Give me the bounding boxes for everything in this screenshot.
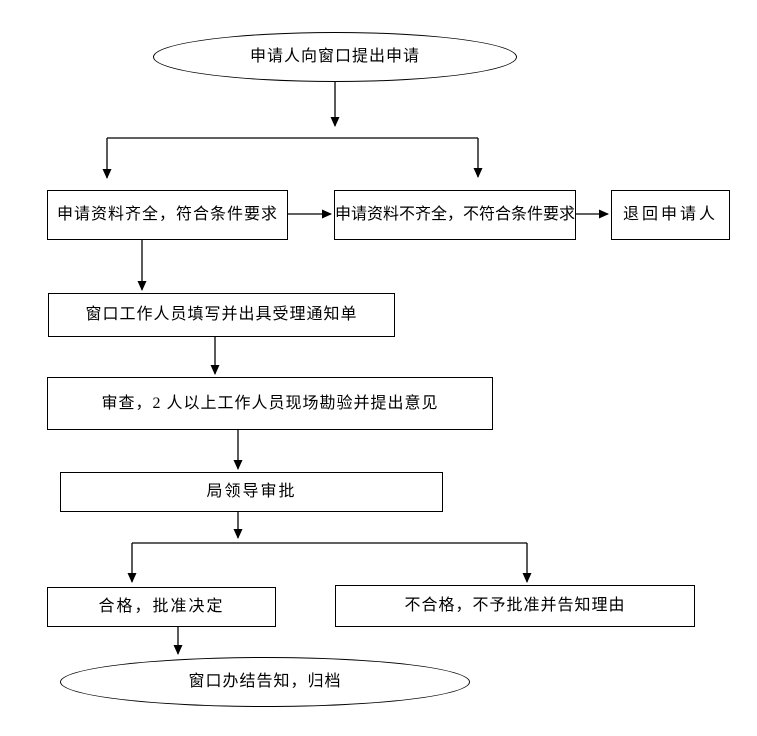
node-acceptance-notice: 窗口工作人员填写并出具受理通知单	[48, 293, 395, 337]
node-start: 申请人向窗口提出申请	[153, 32, 517, 82]
node-materials-incomplete: 申请资料不齐全，不符合条件要求	[334, 190, 576, 240]
node-onsite-review: 审查，2 人以上工作人员现场勘验并提出意见	[47, 377, 493, 430]
node-materials-complete: 申请资料齐全，符合条件要求	[47, 190, 288, 240]
node-end: 窗口办结告知，归档	[60, 657, 470, 707]
node-return-applicant: 退回申请人	[611, 190, 730, 240]
node-qualified: 合格，批准决定	[47, 587, 276, 627]
node-unqualified: 不合格，不予批准并告知理由	[335, 585, 695, 627]
node-leader-approval: 局领导审批	[60, 472, 443, 512]
